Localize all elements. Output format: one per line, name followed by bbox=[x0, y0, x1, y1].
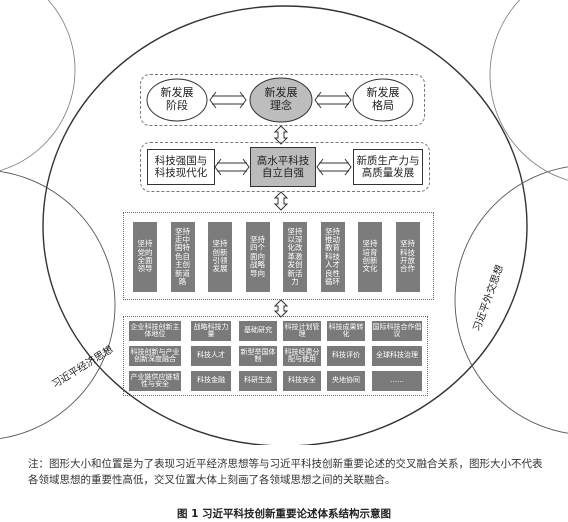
diagram-lines bbox=[0, 0, 568, 445]
oval-label-new-concept: 新发展 理念 bbox=[264, 86, 298, 112]
pillar-box: 坚持 科技 开放 合作 bbox=[395, 222, 420, 292]
double-arrow-icon bbox=[214, 158, 352, 176]
main-circle bbox=[42, 5, 528, 445]
pillar-box: 坚持 党的 全面 领导 bbox=[133, 222, 157, 292]
grid-cell: 战略科技力量 bbox=[191, 321, 231, 341]
figure-note: 注：图形大小和位置是为了表现习近平经济思想等与习近平科技创新重要论述的交叉融合关… bbox=[28, 458, 543, 487]
grid-cell: 新型举国体制 bbox=[239, 346, 277, 366]
grid-cell: 科技金融 bbox=[191, 371, 231, 391]
double-arrow-icon bbox=[209, 91, 352, 109]
grid-cell: 全球科技治理 bbox=[372, 346, 422, 366]
pillar-box: 坚持 创新 引领 发展 bbox=[208, 222, 232, 292]
box-tech-power: 科技强国与 科技现代化 bbox=[147, 149, 215, 185]
diplomacy-circle bbox=[454, 166, 568, 434]
vertical-arrow-icon bbox=[273, 125, 289, 318]
oval-label-new-stage: 新发展 阶段 bbox=[160, 86, 194, 112]
grid-cell: 产业链供应链韧性与安全 bbox=[129, 371, 181, 391]
grid-cell: 国际科技合作倡议 bbox=[372, 321, 422, 341]
grid-panel bbox=[123, 316, 428, 396]
top-panel bbox=[140, 74, 425, 126]
pillar-box: 坚持 推动 教育 科技 人才 良性 循环 bbox=[320, 222, 345, 292]
grid-cell: 科技经费分配与使用 bbox=[283, 346, 321, 366]
grid-cell: 科技计划管理 bbox=[283, 321, 321, 341]
oval-label-new-pattern: 新发展 格局 bbox=[366, 86, 400, 112]
middle-panel bbox=[140, 142, 430, 192]
economy-circle bbox=[0, 171, 116, 439]
oval-new-stage bbox=[146, 78, 208, 122]
oval-new-pattern bbox=[352, 78, 414, 122]
pillar-box: 坚持 走中 国特 色自 主创 新道 路 bbox=[170, 222, 195, 292]
pillars-panel bbox=[123, 212, 434, 300]
top-left-circle-arc bbox=[0, 0, 76, 172]
pillar-box: 坚持 培育 创新 文化 bbox=[358, 222, 382, 292]
figure-caption: 图 1 习近平科技创新重要论述体系结构示意图 bbox=[176, 508, 392, 520]
grid-cell: 基础研究 bbox=[239, 321, 277, 341]
oval-new-concept bbox=[249, 77, 313, 123]
grid-cell: 科研生态 bbox=[239, 371, 277, 391]
grid-cell: 央地协同 bbox=[327, 371, 365, 391]
diagram: 新发展 阶段 新发展 理念 新发展 格局 科技强国与 科技现代化 高水平科技 自… bbox=[0, 0, 568, 445]
pillar-box: 坚持 四个 面向 战略 导向 bbox=[245, 222, 270, 292]
grid-cell: 企业科技创新主体地位 bbox=[129, 321, 181, 341]
grid-cell: …… bbox=[372, 371, 422, 391]
top-right-circle-arc bbox=[489, 0, 568, 181]
box-self-reliance: 高水平科技 自立自强 bbox=[250, 147, 316, 187]
pillar-box: 坚持 以深 化改 革激 发创 新活 力 bbox=[283, 222, 307, 292]
grid-cell: 科技成果转化 bbox=[327, 321, 365, 341]
box-new-productivity: 新质生产力与 高质量发展 bbox=[353, 149, 423, 185]
grid-cell: 科技评价 bbox=[327, 346, 365, 366]
grid-cell: 科技安全 bbox=[283, 371, 321, 391]
grid-cell: 科技人才 bbox=[191, 346, 231, 366]
grid-cell: 科技创新与产业创新深度融合 bbox=[129, 346, 181, 366]
